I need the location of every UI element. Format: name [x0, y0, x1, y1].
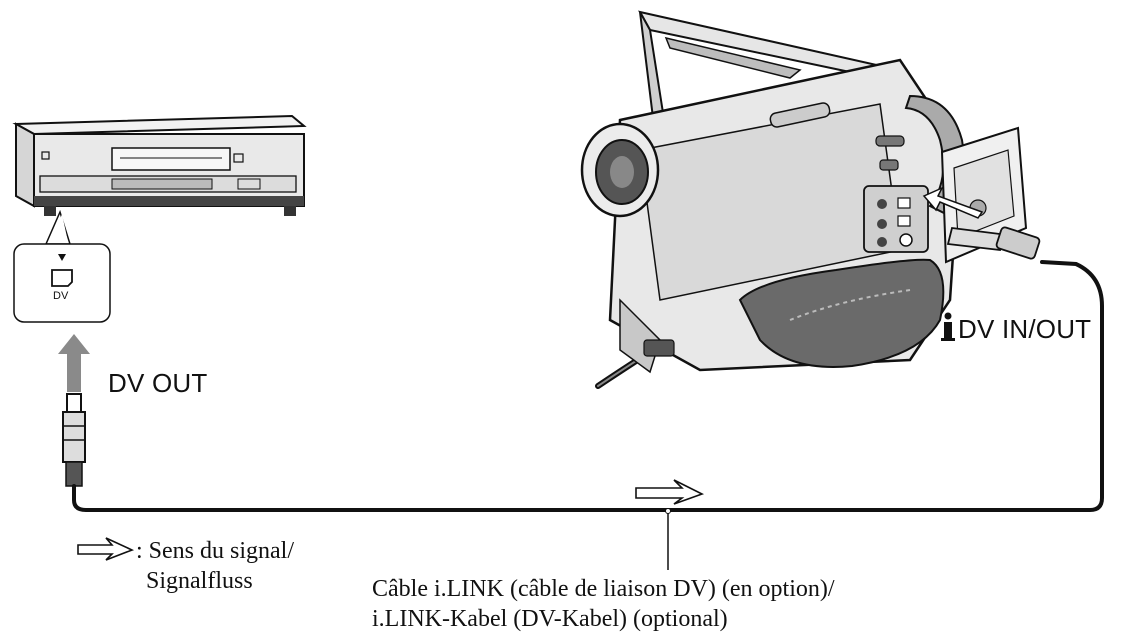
dv-out-label: DV OUT [108, 368, 208, 398]
i-link-icon [941, 312, 955, 341]
dv-plug-icon [62, 393, 86, 487]
signal-in-arrow [922, 186, 984, 219]
ilink-cable [72, 260, 1104, 512]
dv-in-out-label: DV IN/OUT [958, 314, 1092, 344]
legend-line-2: Signalfluss [146, 568, 253, 594]
cable-label-line-1: Câble i.LINK (câble de liaison DV) (en o… [372, 576, 835, 602]
hollow-arrow-icon [77, 537, 135, 561]
camcorder-device [580, 10, 1041, 389]
hollow-arrow-icon [635, 479, 705, 505]
dv-port-callout [13, 209, 111, 323]
cable-label-line-2: i.LINK-Kabel (DV-Kabel) (optional) [372, 606, 728, 632]
vcr-device [12, 114, 307, 216]
port-dv-label: DV [53, 290, 69, 302]
dv-port-icon [51, 269, 73, 287]
signal-up-arrow [58, 334, 90, 392]
triangle-down-icon [58, 254, 66, 261]
legend-line-1: : Sens du signal/ [136, 538, 295, 564]
